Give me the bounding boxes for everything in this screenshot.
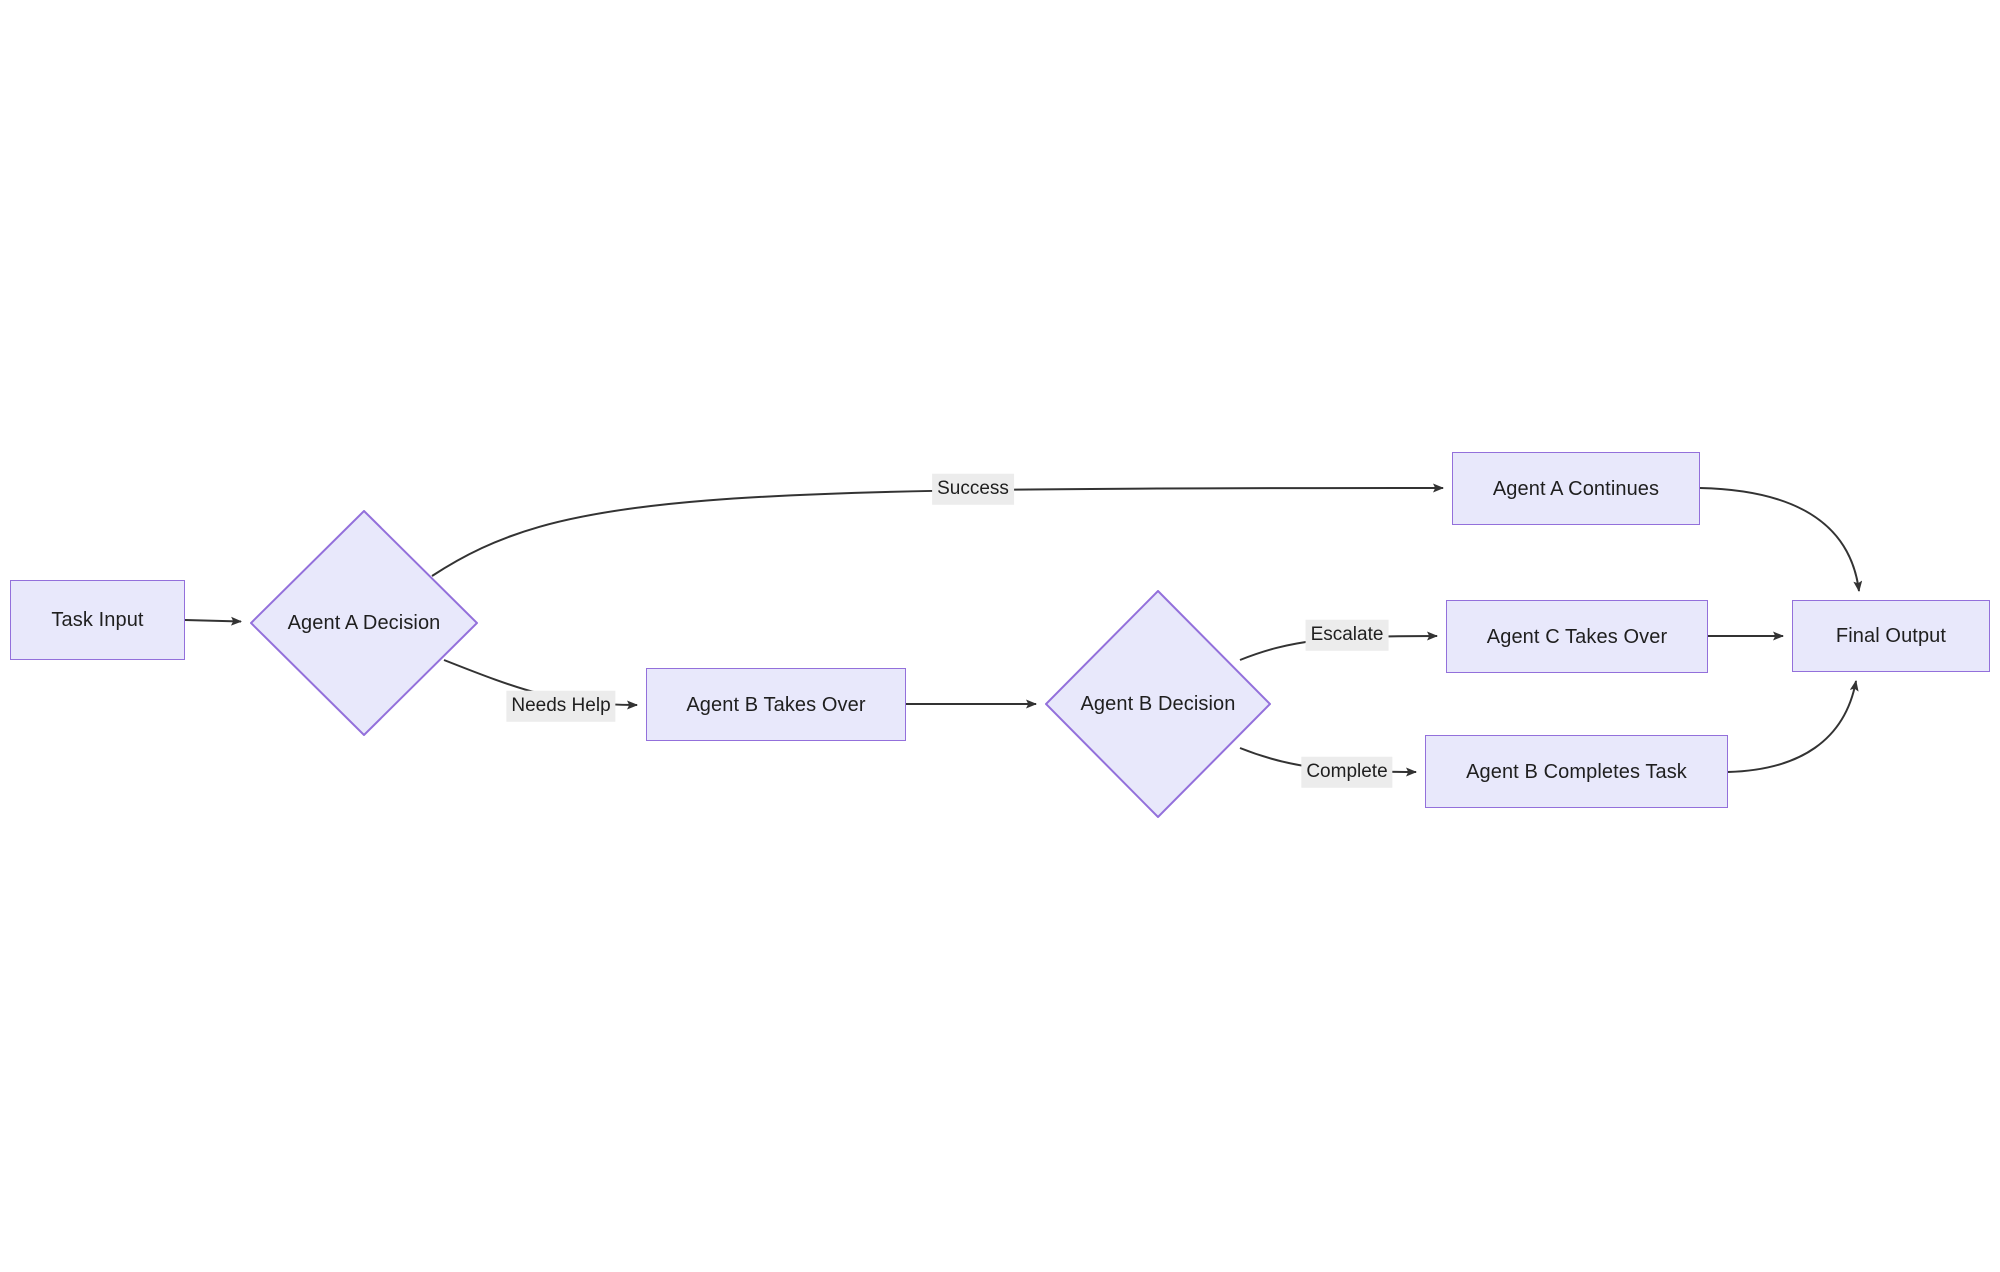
node-task-input[interactable]: Task Input xyxy=(10,580,185,660)
edge-label-needs-help: Needs Help xyxy=(506,690,616,722)
node-agent-a-decision-label: Agent A Decision xyxy=(287,612,441,634)
edge-label-escalate: Escalate xyxy=(1305,619,1389,651)
node-task-input-label: Task Input xyxy=(51,609,144,631)
node-agent-a-continues-label: Agent A Continues xyxy=(1492,477,1660,500)
node-agent-b-decision[interactable]: Agent B Decision xyxy=(1045,590,1271,818)
node-agent-a-decision[interactable]: Agent A Decision xyxy=(250,510,478,736)
node-agent-b-completes-task[interactable]: Agent B Completes Task xyxy=(1425,735,1728,808)
node-agent-b-takes-over-label: Agent B Takes Over xyxy=(686,693,866,716)
node-final-output[interactable]: Final Output xyxy=(1792,600,1990,672)
edge-label-complete: Complete xyxy=(1301,756,1393,788)
node-agent-b-completes-task-label: Agent B Completes Task xyxy=(1466,760,1687,783)
edge-agent-a-continues-to-final-output xyxy=(1699,487,1863,592)
node-agent-b-takes-over[interactable]: Agent B Takes Over xyxy=(646,668,906,741)
diamond-shape-agent-a xyxy=(250,510,478,736)
node-agent-a-continues[interactable]: Agent A Continues xyxy=(1452,452,1700,525)
edge-task-input-to-agent-a-decision xyxy=(184,616,242,626)
diamond-shape-agent-b xyxy=(1045,590,1271,818)
edge-agent-b-completes-task-to-final-output xyxy=(1727,680,1859,773)
node-agent-b-decision-label: Agent B Decision xyxy=(1080,693,1236,715)
node-agent-c-takes-over[interactable]: Agent C Takes Over xyxy=(1446,600,1708,673)
node-final-output-label: Final Output xyxy=(1835,625,1947,647)
edge-label-success: Success xyxy=(932,473,1014,505)
node-agent-c-takes-over-label: Agent C Takes Over xyxy=(1486,625,1668,648)
